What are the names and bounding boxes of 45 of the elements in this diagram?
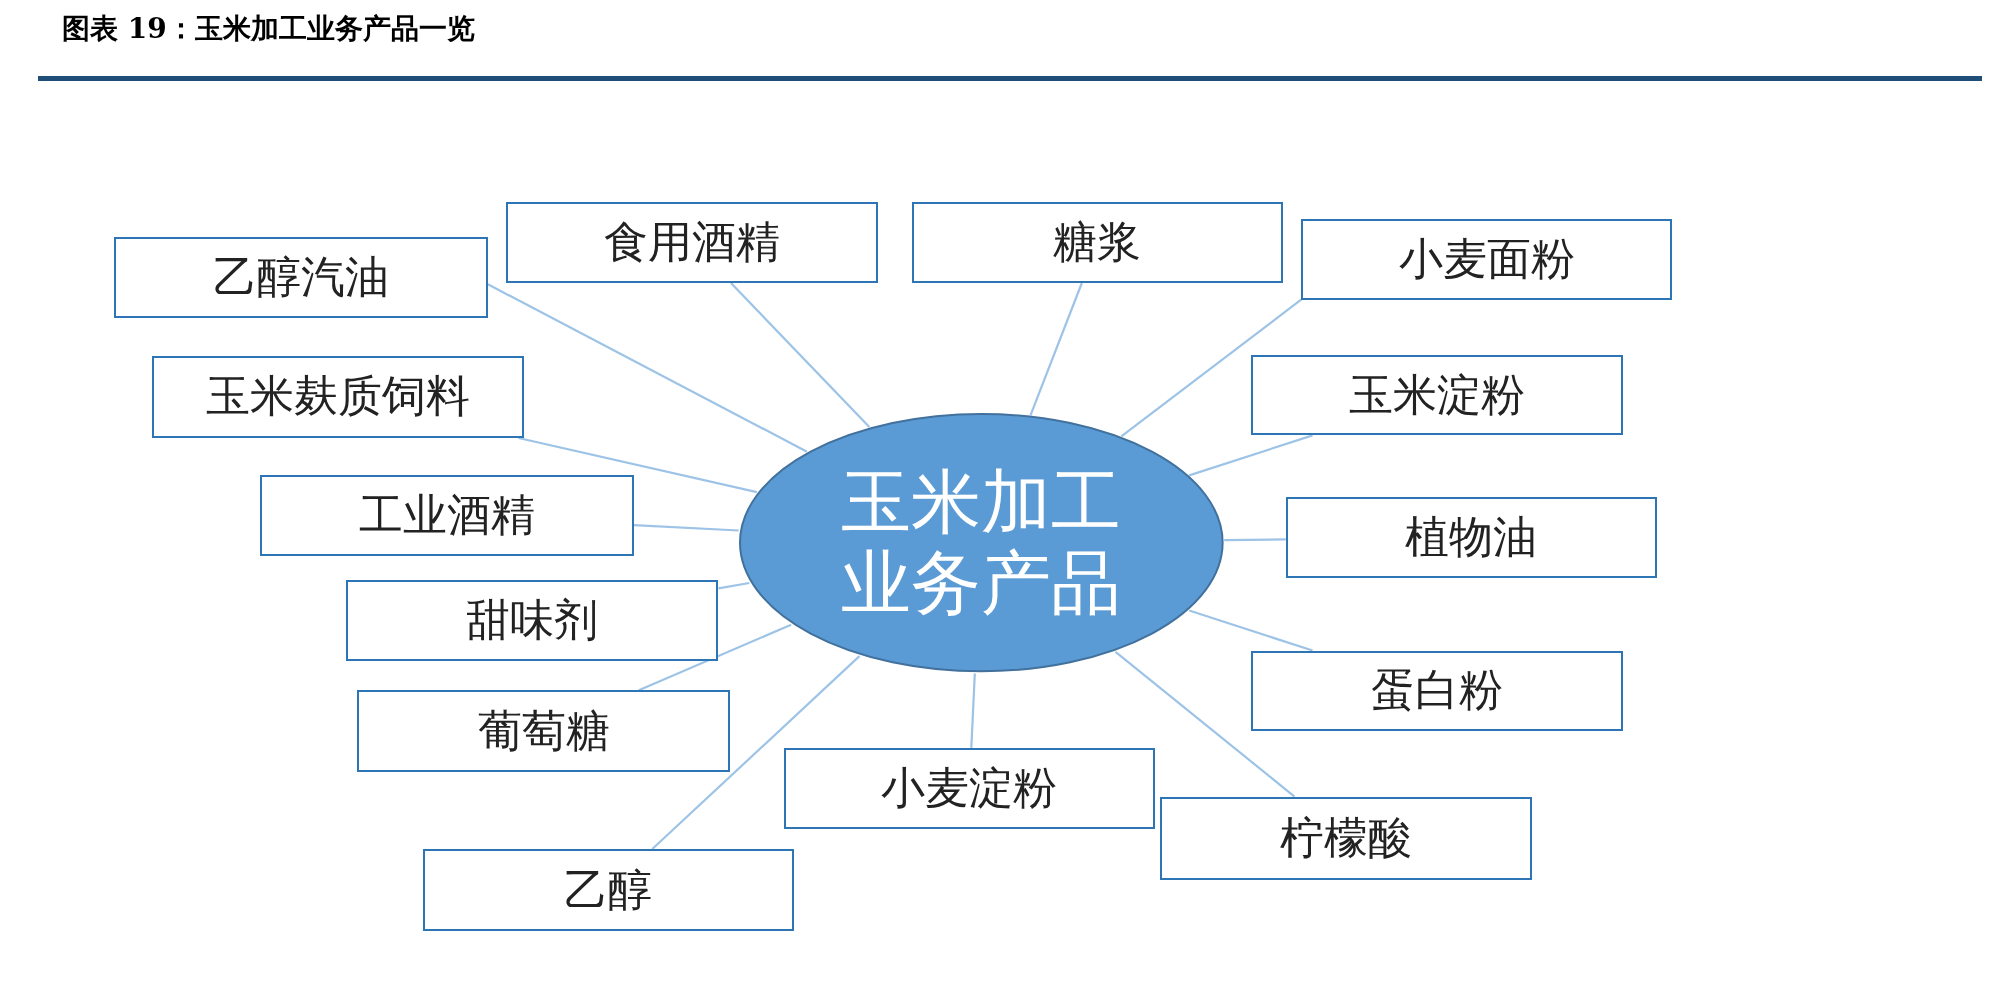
node-label: 玉米麸质饲料 (206, 369, 471, 424)
product-box (259, 475, 634, 556)
product-box (345, 580, 719, 661)
node-label: 糖浆 (1053, 215, 1142, 270)
node-label: 甜味剂 (466, 592, 599, 647)
node-label: 食用酒精 (604, 215, 781, 270)
node-label: 工业酒精 (358, 487, 535, 542)
node-label: 柠檬酸 (1279, 810, 1412, 865)
connector-line (633, 524, 739, 532)
node-label: 葡萄糖 (477, 703, 610, 758)
node-label: 小麦淀粉 (881, 760, 1058, 815)
product-box (152, 356, 524, 438)
node-label: 小麦面粉 (1398, 231, 1575, 286)
product-box (1285, 496, 1658, 578)
connector-line (1029, 282, 1083, 416)
connector-line (970, 673, 976, 748)
node-label: 玉米加工业务产品 (839, 462, 1122, 624)
product-box (911, 202, 1284, 283)
connector-line (1224, 538, 1286, 542)
product-box (1251, 650, 1623, 732)
connector-line (1188, 609, 1313, 652)
connector-line (487, 283, 808, 453)
node-label: 玉米淀粉 (1348, 367, 1525, 422)
product-box (357, 690, 730, 773)
connector-line (718, 581, 750, 590)
product-box (422, 849, 794, 931)
product-box (783, 747, 1156, 829)
connector-line (1120, 298, 1302, 438)
connector-line (518, 436, 758, 494)
node-label: 蛋白粉 (1370, 663, 1503, 718)
node-label: 乙醇汽油 (212, 249, 389, 304)
product-box (1160, 796, 1532, 880)
node-label: 乙醇 (564, 862, 653, 917)
connector-line (1188, 434, 1313, 477)
connector-line (638, 623, 792, 692)
connector-line (1114, 650, 1296, 798)
product-box (1251, 354, 1623, 436)
node-label: 植物油 (1405, 509, 1538, 564)
figure-title: 图表 19：玉米加工业务产品一览 (62, 11, 475, 47)
central-ellipse (737, 412, 1225, 674)
connector-line (651, 655, 861, 850)
product-box (1301, 219, 1673, 300)
connector-line (730, 282, 871, 428)
product-box (505, 202, 879, 283)
product-box (113, 236, 488, 318)
